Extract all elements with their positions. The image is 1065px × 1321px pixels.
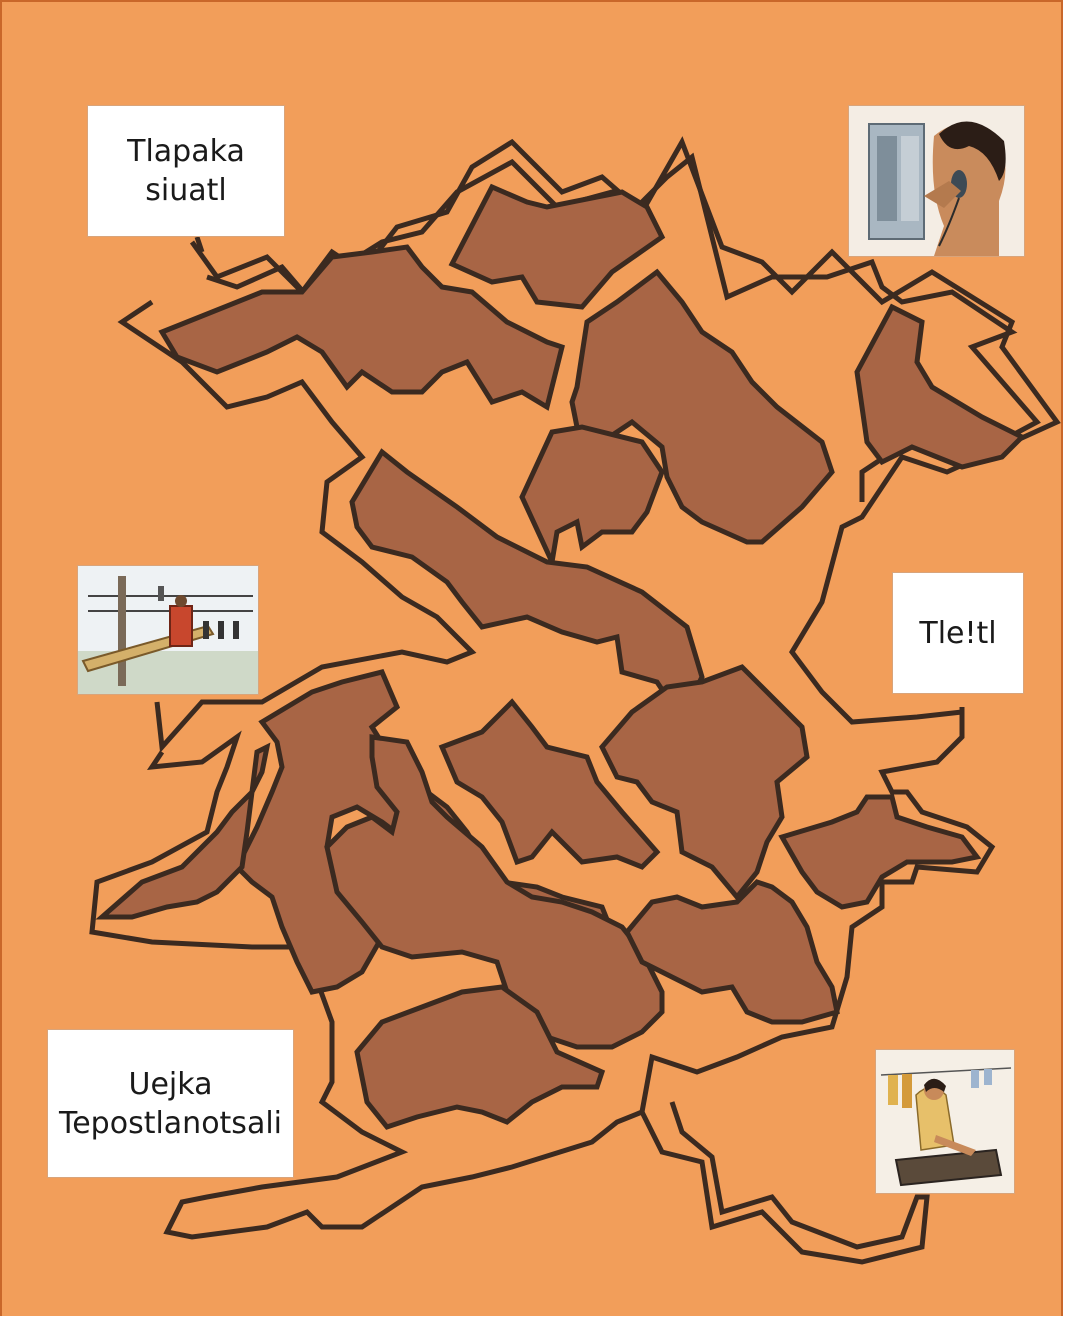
label-card-bottom-left: Uejka Tepostlanotsali	[47, 1029, 294, 1178]
shape-5	[522, 427, 662, 562]
label-card-right-middle: Tle!tl	[892, 572, 1024, 694]
label-bottom-left-line1: Uejka	[59, 1065, 282, 1104]
electric-power-pole-picture	[78, 566, 258, 694]
shape-4	[857, 307, 1022, 467]
picture-card-top-right	[848, 105, 1025, 257]
shape-11	[102, 747, 267, 917]
label-card-top-left: Tlapaka siuatl	[87, 105, 285, 237]
woman-washing-clothes-picture	[876, 1050, 1014, 1193]
woman-on-telephone-picture	[849, 106, 1024, 256]
picture-card-left-middle	[77, 565, 259, 695]
label-top-left-line2: siuatl	[127, 171, 245, 210]
picture-card-bottom-right	[875, 1049, 1015, 1194]
label-right-middle: Tle!tl	[919, 614, 996, 653]
label-bottom-left-line2: Tepostlanotsali	[59, 1104, 282, 1143]
label-top-left-line1: Tlapaka	[127, 132, 245, 171]
